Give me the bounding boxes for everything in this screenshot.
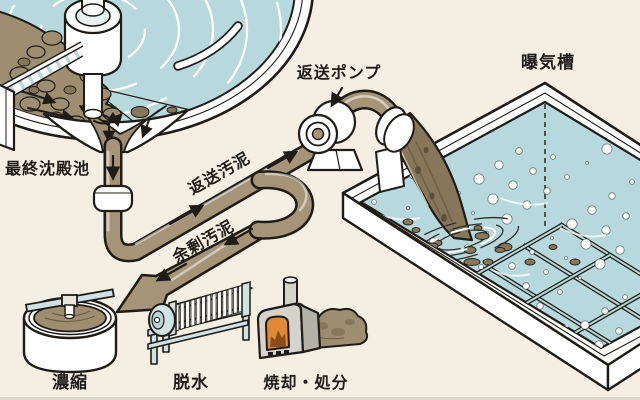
sludge-pipe-network <box>92 136 322 314</box>
label-dewatering: 脱水 <box>173 372 209 393</box>
rotation-arrow <box>93 113 123 127</box>
pump-pointer-arrow <box>330 86 344 108</box>
funnel-sludge-stream <box>79 105 167 153</box>
clarifier-walkway <box>0 41 84 152</box>
label-thickening: 濃縮 <box>52 372 88 393</box>
return-pump <box>297 86 474 242</box>
bottom-edge-shade <box>0 397 640 400</box>
thickener-icon <box>22 288 118 374</box>
incinerator-icon <box>256 276 369 360</box>
pump-base <box>306 148 364 172</box>
incinerator-side <box>292 302 322 354</box>
aeration-wall-right <box>606 342 640 392</box>
label-incineration-disposal: 焼却・処分 <box>263 373 348 392</box>
flange-bracket <box>375 145 405 193</box>
final-sedimentation-tank <box>0 0 314 154</box>
filter-press-icon <box>147 281 254 365</box>
inlet-wall <box>0 83 16 152</box>
aeration-tank <box>341 81 640 392</box>
press-end-right <box>241 281 251 318</box>
pipe-collar <box>92 184 134 213</box>
flame <box>270 330 286 347</box>
label-final-sedimentation-basin: 最終沈殿池 <box>5 159 90 178</box>
label-aeration-tank: 曝気槽 <box>521 52 575 73</box>
effluent-trough-top <box>175 23 241 69</box>
clarifier-center-mechanism <box>63 0 123 127</box>
flow-arrows <box>155 150 299 282</box>
label-return-pump: 返送ポンプ <box>297 63 382 82</box>
